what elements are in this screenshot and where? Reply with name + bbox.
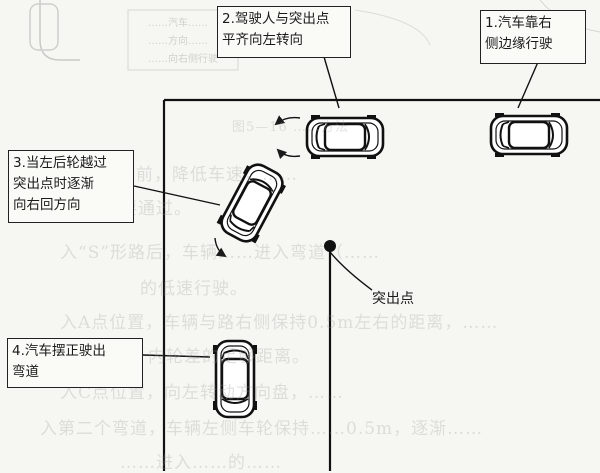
bg-line-9: ……进入……的…… — [120, 453, 282, 473]
callout-step2-line1: 2.驾驶人与突出点 — [222, 11, 330, 27]
bg-caption: 图5—16 ……方法 — [232, 120, 349, 135]
bg-line-8: 入第二个弯道，车辆左侧车轮保持……0.5m，逐渐…… — [40, 419, 484, 439]
callout-leaders — [133, 49, 539, 358]
callout-step3-line2: 突出点时逐渐 — [13, 176, 94, 192]
bg-line-3: 入“S”形路后，车辆……进入弯道（…… — [60, 243, 381, 263]
bg-line-5: 入A点位置，车辆与路右侧保持0.5m左右的距离，…… — [60, 313, 499, 333]
callout-step1-line2: 侧边缘行驶 — [485, 36, 553, 52]
callout-step4-line2: 弯道 — [12, 364, 39, 380]
callout-step4: 4.汽车摆正驶出 弯道 — [7, 338, 143, 388]
callout-step4-line1: 4.汽车摆正驶出 — [12, 343, 106, 359]
callout-step2: 2.驾驶人与突出点 平齐向左转向 — [217, 6, 351, 58]
protrusion-point-marker — [324, 240, 336, 252]
bg-corner-note-3: ……向右侧行驶 — [148, 54, 218, 65]
bg-line-6: 内轮差的足够距离。 — [148, 347, 310, 367]
callout-step2-line2: 平齐向左转向 — [222, 32, 303, 48]
bg-line-7: 入C点位置，向左转动方向盘，…… — [60, 383, 345, 403]
bg-corner-note-1: ……汽车…… — [148, 18, 208, 29]
callout-step3-line1: 3.当左后轮越过 — [13, 155, 107, 171]
direction-arrows — [214, 115, 301, 258]
protrusion-point-label: 突出点 — [372, 291, 414, 307]
bg-corner-note-2: ……方向…… — [148, 36, 208, 47]
bg-line-4: 的低速行驶。 — [140, 279, 248, 299]
callout-step1-line1: 1.汽车靠右 — [485, 15, 552, 31]
car-step1 — [489, 111, 569, 159]
callout-step3: 3.当左后轮越过 突出点时逐渐 向右回方向 — [8, 150, 134, 223]
callout-step3-line3: 向右回方向 — [13, 197, 81, 213]
bg-line-2: 要通过。 — [120, 199, 192, 219]
road-boundaries — [162, 98, 600, 471]
callout-step1: 1.汽车靠右 侧边缘行驶 — [480, 10, 586, 64]
